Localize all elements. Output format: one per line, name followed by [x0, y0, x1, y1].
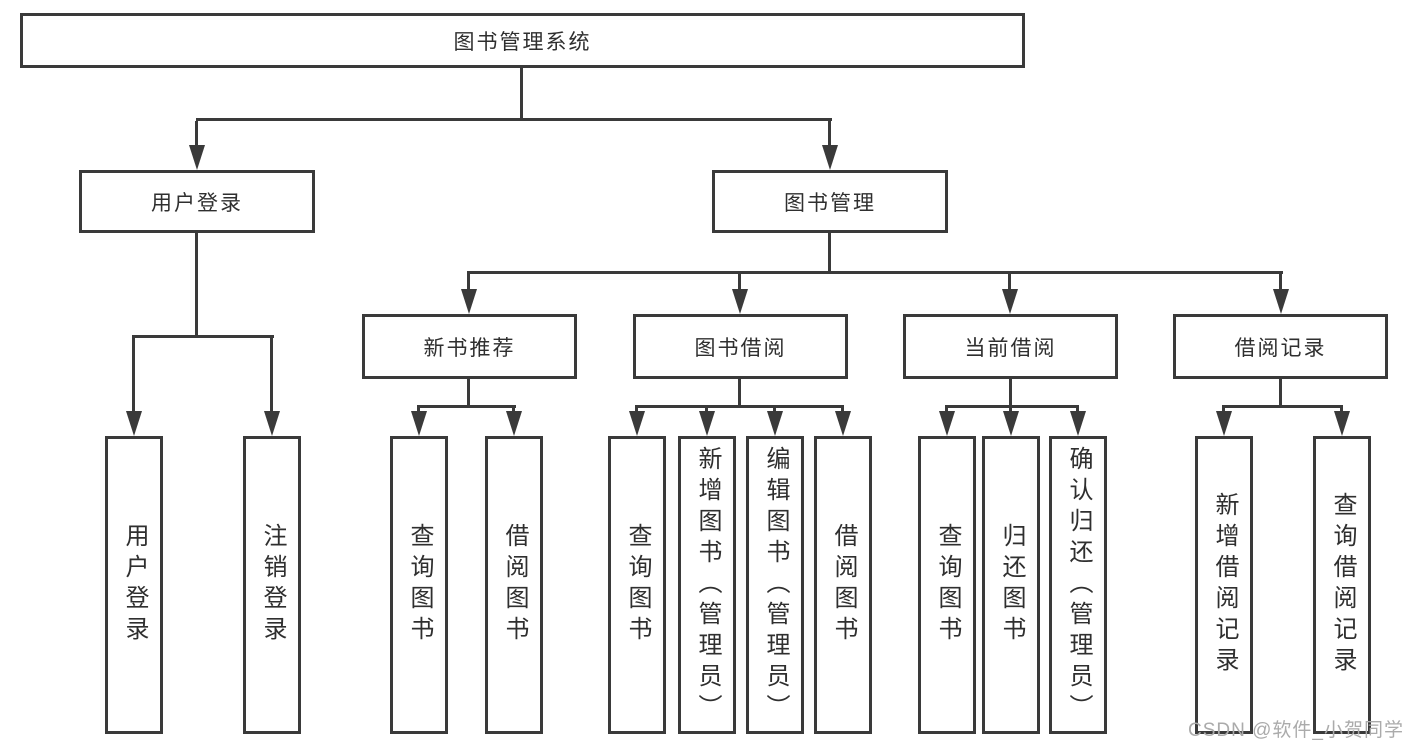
connector-bb-drop-4: [841, 407, 844, 413]
arrow-down-icon: [411, 411, 427, 436]
connector-root-trunk: [520, 68, 523, 121]
arrow-down-icon: [1334, 411, 1350, 436]
arrow-down-icon: [1273, 289, 1289, 314]
connector-br-trunk: [1279, 379, 1282, 407]
leaf-bb-borrow-books: 借阅图书: [814, 436, 872, 734]
arrow-down-icon: [822, 145, 838, 170]
connector-bb-drop-2: [705, 407, 708, 413]
leaf-cb-confirm-return-admin: 确认归还（管理员）: [1049, 436, 1107, 734]
connector-cb-drop-3: [1076, 407, 1079, 413]
connector-bb-hbar: [635, 405, 844, 408]
arrow-down-icon: [189, 145, 205, 170]
arrow-down-icon: [629, 411, 645, 436]
connector-nbr-hbar: [417, 405, 516, 408]
arrow-down-icon: [264, 411, 280, 436]
node-current-borrowing: 当前借阅: [903, 314, 1118, 379]
arrow-down-icon: [699, 411, 715, 436]
connector-nbr-trunk: [467, 379, 470, 407]
connector-book-drop-4: [1279, 274, 1282, 290]
node-borrow-records: 借阅记录: [1173, 314, 1388, 379]
arrow-down-icon: [939, 411, 955, 436]
csdn-watermark: CSDN @软件_小贺同学: [1188, 720, 1404, 741]
arrow-down-icon: [732, 289, 748, 314]
leaf-user-login: 用户登录: [105, 436, 163, 734]
arrow-down-icon: [1070, 411, 1086, 436]
connector-nbr-drop-1: [417, 407, 420, 413]
connector-book-drop-2: [738, 274, 741, 290]
connector-cb-hbar: [945, 405, 1079, 408]
leaf-cb-query-books: 查询图书: [918, 436, 976, 734]
connector-root-drop-book: [828, 121, 831, 146]
node-root: 图书管理系统: [20, 13, 1025, 68]
node-book-borrowing: 图书借阅: [633, 314, 848, 379]
arrow-down-icon: [126, 411, 142, 436]
connector-book-hbar: [467, 271, 1283, 274]
connector-user-drop-1: [132, 338, 135, 412]
leaf-br-query-record: 查询借阅记录: [1313, 436, 1371, 734]
connector-br-hbar: [1222, 405, 1343, 408]
connector-cb-trunk: [1009, 379, 1012, 407]
leaf-bb-query-books: 查询图书: [608, 436, 666, 734]
arrow-down-icon: [461, 289, 477, 314]
connector-book-drop-1: [467, 274, 470, 290]
connector-bb-drop-3: [773, 407, 776, 413]
node-book-management: 图书管理: [712, 170, 948, 233]
connector-cb-drop-1: [945, 407, 948, 413]
connector-cb-drop-2: [1009, 407, 1012, 413]
connector-root-drop-user: [195, 121, 198, 146]
connector-nbr-drop-2: [512, 407, 515, 413]
connector-book-drop-3: [1008, 274, 1011, 290]
arrow-down-icon: [835, 411, 851, 436]
leaf-nbr-query-books: 查询图书: [390, 436, 448, 734]
leaf-br-add-record: 新增借阅记录: [1195, 436, 1253, 734]
connector-book-trunk: [828, 233, 831, 273]
arrow-down-icon: [1003, 411, 1019, 436]
arrow-down-icon: [767, 411, 783, 436]
connector-user-hbar: [132, 335, 274, 338]
arrow-down-icon: [1216, 411, 1232, 436]
connector-bb-drop-1: [635, 407, 638, 413]
leaf-nbr-borrow-books: 借阅图书: [485, 436, 543, 734]
node-user-login-branch: 用户登录: [79, 170, 315, 233]
connector-bb-trunk: [738, 379, 741, 407]
connector-user-drop-2: [270, 338, 273, 412]
leaf-cb-return-books: 归还图书: [982, 436, 1040, 734]
leaf-logout: 注销登录: [243, 436, 301, 734]
leaf-bb-edit-books-admin: 编辑图书（管理员）: [746, 436, 804, 734]
node-new-book-recommend: 新书推荐: [362, 314, 577, 379]
arrow-down-icon: [506, 411, 522, 436]
connector-root-hbar: [196, 118, 832, 121]
leaf-bb-add-books-admin: 新增图书（管理员）: [678, 436, 736, 734]
connector-br-drop-2: [1340, 407, 1343, 413]
arrow-down-icon: [1002, 289, 1018, 314]
connector-user-trunk: [195, 233, 198, 337]
connector-br-drop-1: [1222, 407, 1225, 413]
